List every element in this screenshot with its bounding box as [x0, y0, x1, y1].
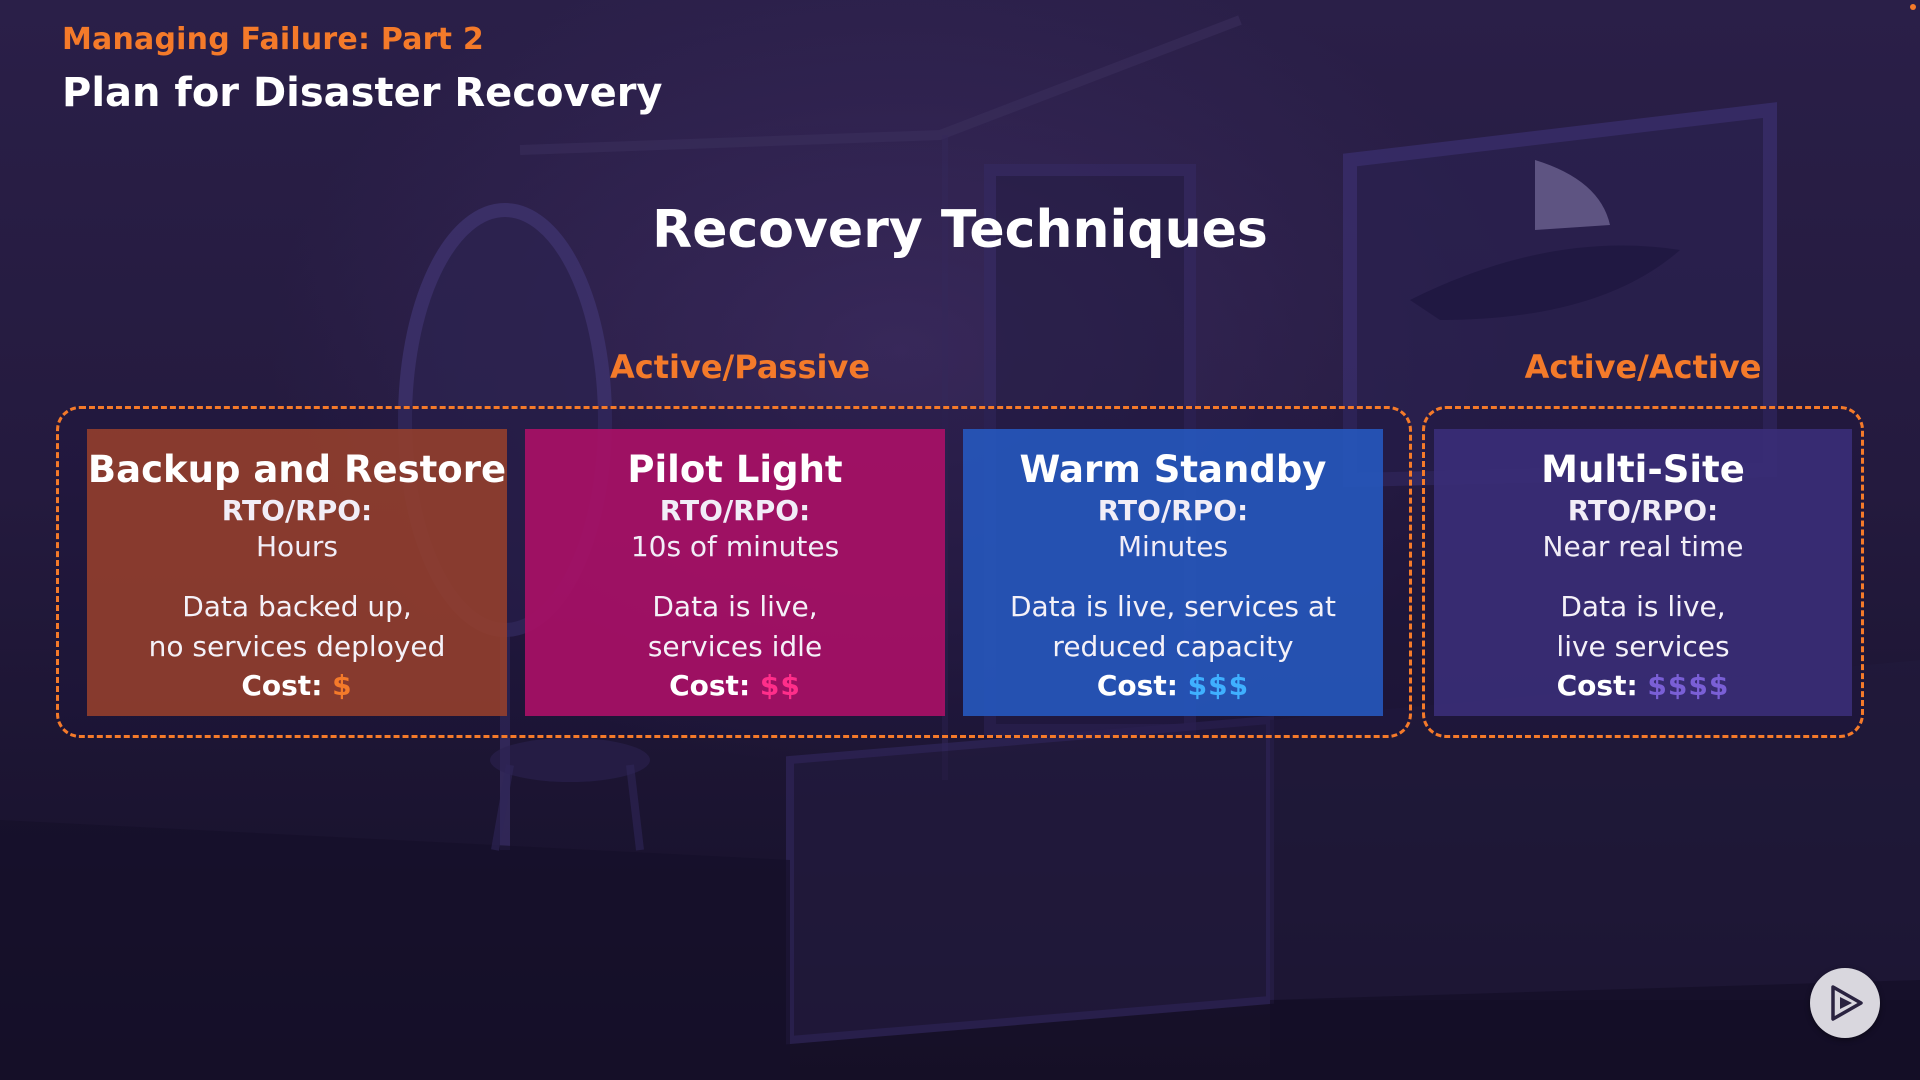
card-pilot-light: Pilot Light RTO/RPO: 10s of minutes Data… [525, 429, 945, 716]
cost-row: Cost: $ [87, 667, 507, 705]
card-description: Data is live, services idle [525, 587, 945, 667]
card-description: Data is live, services at reduced capaci… [963, 587, 1383, 667]
description-line: reduced capacity [1052, 630, 1294, 663]
rto-rpo-value: Minutes [1117, 530, 1229, 563]
card-title: Multi-Site [1541, 448, 1745, 491]
rto-rpo-value: Hours [255, 530, 339, 563]
cost-value: $$$$ [1647, 669, 1730, 702]
rto-rpo-label: RTO/RPO: [659, 494, 811, 527]
rto-rpo-value: Near real time [1542, 530, 1744, 563]
card-title: Pilot Light [627, 448, 843, 491]
card-multi-site: Multi-Site RTO/RPO: Near real time Data … [1434, 429, 1852, 716]
play-icon [1831, 985, 1863, 1021]
module-title: Plan for Disaster Recovery [62, 70, 663, 116]
description-line: services idle [647, 630, 823, 663]
course-section-label: Managing Failure: Part 2 [62, 22, 484, 57]
cost-value: $$ [759, 669, 801, 702]
card-backup-and-restore: Backup and Restore RTO/RPO: Hours Data b… [87, 429, 507, 716]
cost-row: Cost: $$$$ [1434, 667, 1852, 705]
description-line: Data is live, [1560, 590, 1726, 623]
play-button[interactable] [1810, 968, 1880, 1038]
cost-value: $$$ [1187, 669, 1250, 702]
group-label-active-active: Active/Active [1524, 348, 1762, 386]
card-title: Warm Standby [1019, 448, 1327, 491]
group-label-active-passive: Active/Passive [609, 348, 871, 386]
cost-row: Cost: $$ [525, 667, 945, 705]
description-line: Data is live, [652, 590, 818, 623]
cost-value: $ [332, 669, 353, 702]
description-line: Data is live, services at [1009, 590, 1337, 623]
description-line: no services deployed [148, 630, 446, 663]
card-description: Data is live, live services [1434, 587, 1852, 667]
rto-rpo-label: RTO/RPO: [1567, 494, 1719, 527]
card-warm-standby: Warm Standby RTO/RPO: Minutes Data is li… [963, 429, 1383, 716]
rto-rpo-value: 10s of minutes [630, 530, 840, 563]
description-line: Data backed up, [182, 590, 412, 623]
cost-label: Cost: [669, 669, 751, 702]
card-title: Backup and Restore [87, 448, 507, 491]
cost-label: Cost: [1556, 669, 1638, 702]
corner-indicator-dot [1910, 4, 1916, 10]
description-line: live services [1556, 630, 1730, 663]
cost-label: Cost: [1096, 669, 1178, 702]
rto-rpo-label: RTO/RPO: [1097, 494, 1249, 527]
rto-rpo-label: RTO/RPO: [221, 494, 373, 527]
card-description: Data backed up, no services deployed [87, 587, 507, 667]
cost-row: Cost: $$$ [963, 667, 1383, 705]
slide-title: Recovery Techniques [652, 200, 1268, 260]
cost-label: Cost: [241, 669, 323, 702]
